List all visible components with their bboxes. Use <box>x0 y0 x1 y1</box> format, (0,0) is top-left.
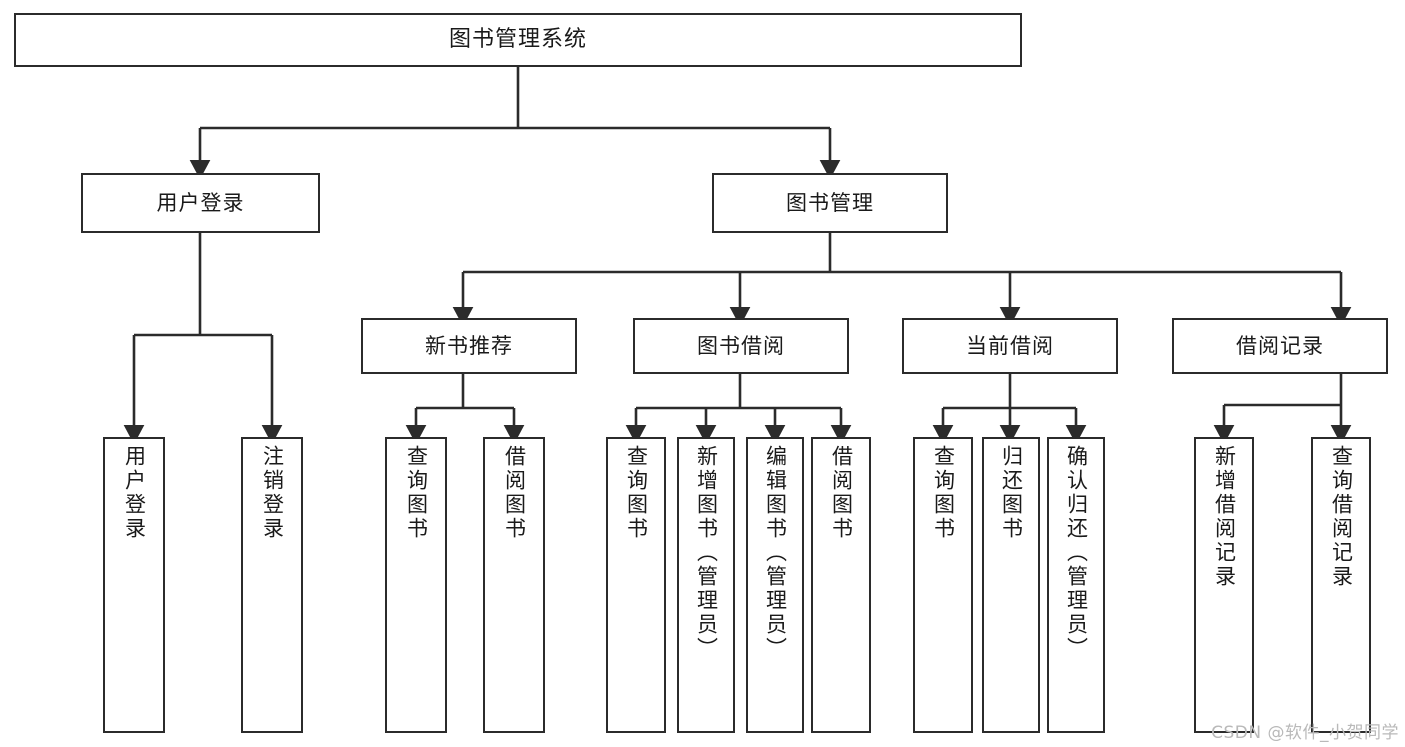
node-leaf-query-book-3-label: 查询图书 <box>931 445 956 541</box>
node-new-book-rec[interactable]: 新书推荐 <box>361 318 577 374</box>
node-leaf-edit-book-label: 编辑图书（管理员） <box>763 445 788 661</box>
node-leaf-borrow-book-1[interactable]: 借阅图书 <box>483 437 545 733</box>
node-leaf-query-book-2[interactable]: 查询图书 <box>606 437 666 733</box>
node-root[interactable]: 图书管理系统 <box>14 13 1022 67</box>
node-leaf-confirm-return[interactable]: 确认归还（管理员） <box>1047 437 1105 733</box>
node-leaf-add-book-label: 新增图书（管理员） <box>694 445 719 661</box>
node-leaf-logout-label: 注销登录 <box>260 445 285 541</box>
node-borrow-record-label: 借阅记录 <box>1236 333 1324 358</box>
node-current-borrow-label: 当前借阅 <box>966 333 1054 358</box>
watermark: CSDN @软件_小贺同学 <box>1211 723 1399 743</box>
node-leaf-user-login-label: 用户登录 <box>122 445 147 541</box>
node-leaf-query-record-label: 查询借阅记录 <box>1329 445 1354 589</box>
node-leaf-query-book-1[interactable]: 查询图书 <box>385 437 447 733</box>
node-user-login-label: 用户登录 <box>156 190 245 215</box>
node-current-borrow[interactable]: 当前借阅 <box>902 318 1118 374</box>
node-book-manage[interactable]: 图书管理 <box>712 173 948 233</box>
node-user-login[interactable]: 用户登录 <box>81 173 320 233</box>
node-leaf-borrow-book-2[interactable]: 借阅图书 <box>811 437 871 733</box>
node-leaf-query-book-2-label: 查询图书 <box>624 445 649 541</box>
node-leaf-add-record[interactable]: 新增借阅记录 <box>1194 437 1254 733</box>
node-leaf-borrow-book-1-label: 借阅图书 <box>502 445 527 541</box>
node-leaf-borrow-book-2-label: 借阅图书 <box>829 445 854 541</box>
node-book-manage-label: 图书管理 <box>786 190 874 215</box>
node-leaf-return-book[interactable]: 归还图书 <box>982 437 1040 733</box>
node-leaf-logout[interactable]: 注销登录 <box>241 437 303 733</box>
node-leaf-add-record-label: 新增借阅记录 <box>1212 445 1237 589</box>
node-leaf-edit-book[interactable]: 编辑图书（管理员） <box>746 437 804 733</box>
node-borrow-record[interactable]: 借阅记录 <box>1172 318 1388 374</box>
node-leaf-confirm-return-label: 确认归还（管理员） <box>1064 445 1089 661</box>
node-root-label: 图书管理系统 <box>448 27 587 53</box>
node-leaf-query-book-1-label: 查询图书 <box>404 445 429 541</box>
node-leaf-return-book-label: 归还图书 <box>999 445 1024 541</box>
node-leaf-user-login[interactable]: 用户登录 <box>103 437 165 733</box>
node-book-borrow[interactable]: 图书借阅 <box>633 318 849 374</box>
node-book-borrow-label: 图书借阅 <box>697 333 785 358</box>
node-leaf-query-record[interactable]: 查询借阅记录 <box>1311 437 1371 733</box>
node-leaf-query-book-3[interactable]: 查询图书 <box>913 437 973 733</box>
node-leaf-add-book[interactable]: 新增图书（管理员） <box>677 437 735 733</box>
node-new-book-rec-label: 新书推荐 <box>425 333 513 358</box>
